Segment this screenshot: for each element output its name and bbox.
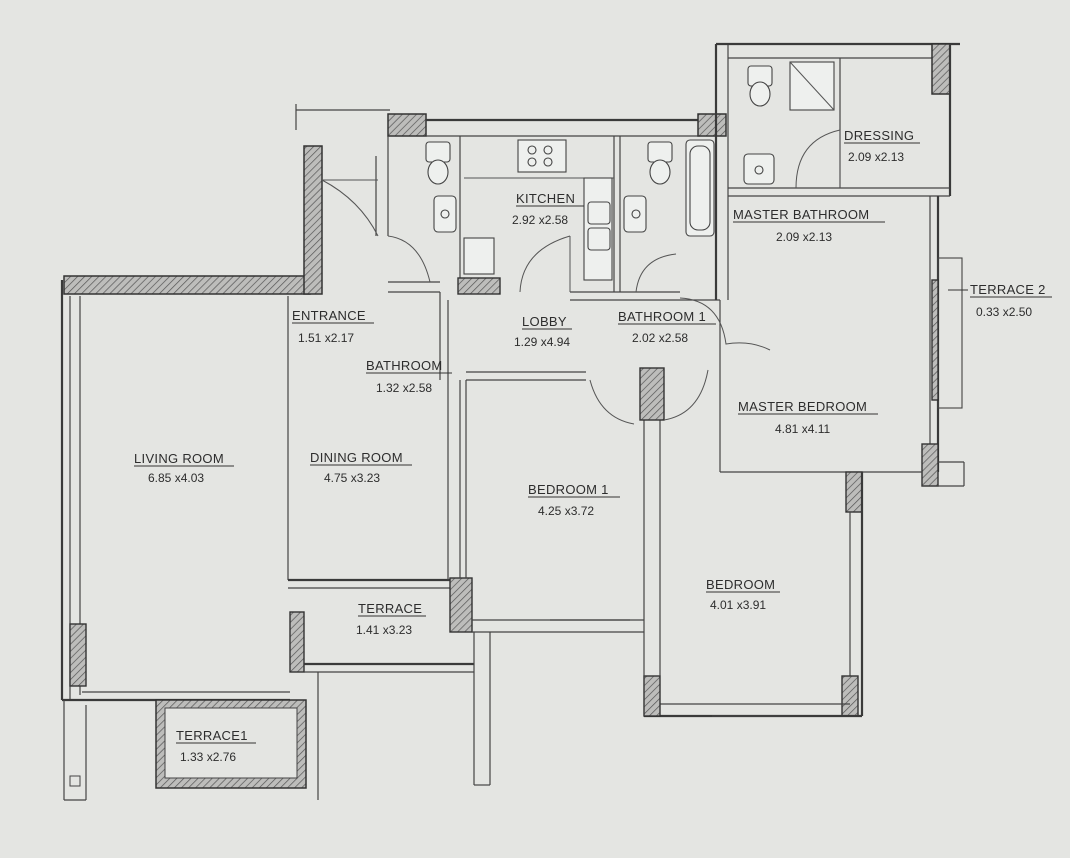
fixtures xyxy=(425,61,835,281)
room-master-bathroom: MASTER BATHROOM 2.09 x2.13 xyxy=(733,207,885,244)
room-terrace: TERRACE 1.41 x3.23 xyxy=(356,601,426,637)
room-terrace-1: TERRACE1 1.33 x2.76 xyxy=(176,728,256,764)
terrace-1-dims: 1.33 x2.76 xyxy=(180,750,236,764)
room-bathroom: BATHROOM 1.32 x2.58 xyxy=(366,358,452,395)
living-room-dims: 6.85 x4.03 xyxy=(148,471,204,485)
room-kitchen: KITCHEN 2.92 x2.58 xyxy=(512,191,584,227)
bathroom-name: BATHROOM xyxy=(366,358,443,373)
doors xyxy=(321,129,841,425)
terrace-1-name: TERRACE1 xyxy=(176,728,248,743)
dressing-name: DRESSING xyxy=(844,128,914,143)
room-labels: KITCHEN 2.92 x2.58 DRESSING 2.09 x2.13 M… xyxy=(134,128,1052,764)
room-dressing: DRESSING 2.09 x2.13 xyxy=(844,128,920,164)
kitchen-dims: 2.92 x2.58 xyxy=(512,213,568,227)
bedroom-dims: 4.01 x3.91 xyxy=(710,598,766,612)
master-bathroom-dims: 2.09 x2.13 xyxy=(776,230,832,244)
terrace-2-name: TERRACE 2 xyxy=(970,282,1046,297)
living-room-name: LIVING ROOM xyxy=(134,451,224,466)
room-bedroom-1: BEDROOM 1 4.25 x3.72 xyxy=(528,482,620,518)
dining-room-dims: 4.75 x3.23 xyxy=(324,471,380,485)
entrance-name: ENTRANCE xyxy=(292,308,366,323)
lobby-dims: 1.29 x4.94 xyxy=(514,335,570,349)
bathroom-1-name: BATHROOM 1 xyxy=(618,309,706,324)
terrace-dims: 1.41 x3.23 xyxy=(356,623,412,637)
room-entrance: ENTRANCE 1.51 x2.17 xyxy=(292,308,374,345)
room-bedroom: BEDROOM 4.01 x3.91 xyxy=(706,577,780,612)
terrace-name: TERRACE xyxy=(358,601,422,616)
room-dining-room: DINING ROOM 4.75 x3.23 xyxy=(310,450,412,485)
bedroom-1-name: BEDROOM 1 xyxy=(528,482,609,497)
room-lobby: LOBBY 1.29 x4.94 xyxy=(514,314,572,349)
room-master-bedroom: MASTER BEDROOM 4.81 x4.11 xyxy=(738,399,878,436)
dressing-dims: 2.09 x2.13 xyxy=(848,150,904,164)
dining-room-name: DINING ROOM xyxy=(310,450,403,465)
bathroom-1-dims: 2.02 x2.58 xyxy=(632,331,688,345)
bedroom-name: BEDROOM xyxy=(706,577,775,592)
bedroom-1-dims: 4.25 x3.72 xyxy=(538,504,594,518)
room-bathroom-1: BATHROOM 1 2.02 x2.58 xyxy=(618,309,716,345)
bathroom-dims: 1.32 x2.58 xyxy=(376,381,432,395)
master-bedroom-dims: 4.81 x4.11 xyxy=(775,422,830,436)
walls xyxy=(60,42,965,801)
lobby-name: LOBBY xyxy=(522,314,567,329)
room-terrace-2: TERRACE 2 0.33 x2.50 xyxy=(948,282,1052,319)
master-bedroom-name: MASTER BEDROOM xyxy=(738,399,867,414)
master-bathroom-name: MASTER BATHROOM xyxy=(733,207,869,222)
room-living-room: LIVING ROOM 6.85 x4.03 xyxy=(134,451,234,485)
entrance-dims: 1.51 x2.17 xyxy=(298,331,354,345)
terrace-2-dims: 0.33 x2.50 xyxy=(976,305,1032,319)
kitchen-name: KITCHEN xyxy=(516,191,575,206)
